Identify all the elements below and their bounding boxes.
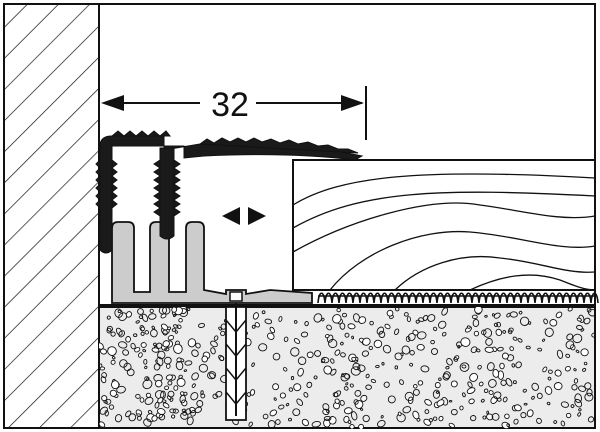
dimension-value-label: 32 — [211, 86, 249, 124]
anchor-dowel — [225, 303, 247, 421]
double-arrow-left-right-icon — [222, 207, 266, 225]
concrete-screed — [98, 306, 596, 429]
dimension-arrowhead-left — [101, 95, 124, 111]
cover-profile — [95, 130, 364, 254]
dimension-annotation: 32 — [101, 86, 367, 140]
underlay-cushion — [317, 292, 599, 304]
wall-hatched — [3, 3, 100, 429]
dimension-arrowhead-right — [341, 95, 364, 111]
wooden-floorboard — [292, 159, 596, 291]
